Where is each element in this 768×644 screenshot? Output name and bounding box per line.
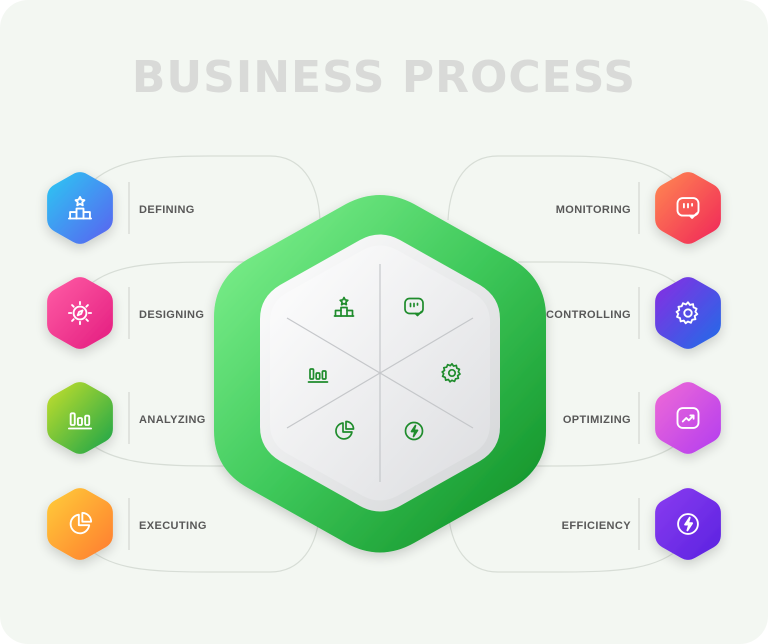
hub-lightning-icon <box>404 421 424 441</box>
hub-pie-chart-icon <box>335 420 355 440</box>
page-title: BUSINESS PROCESS <box>131 52 637 103</box>
left-connectors <box>85 155 321 573</box>
label-dividers <box>128 182 640 550</box>
podium-star-icon <box>67 195 93 220</box>
step-hexagon-shape <box>47 277 113 349</box>
step-hexagon-shape <box>47 488 113 560</box>
step-label-designing: DESIGNING <box>139 309 205 321</box>
step-hexagon-defining <box>47 172 113 244</box>
step-label-efficiency: EFFICIENCY <box>561 520 631 532</box>
step-label-analyzing: ANALYZING <box>139 414 206 426</box>
bar-chart-icon <box>67 412 93 430</box>
step-label-defining: DEFINING <box>139 204 195 216</box>
step-hexagon-efficiency <box>655 488 721 560</box>
step-label-controlling: CONTROLLING <box>545 309 631 321</box>
step-hexagon-controlling <box>655 277 721 349</box>
pie-chart-icon <box>69 511 93 535</box>
hub-monitor-check-icon <box>404 297 424 317</box>
step-hexagon-optimizing <box>655 382 721 454</box>
gear-icon <box>675 301 699 325</box>
monitor-check-icon <box>676 197 700 219</box>
step-hexagons <box>47 172 721 560</box>
step-label-optimizing: OPTIMIZING <box>562 414 631 426</box>
step-label-monitoring: MONITORING <box>555 204 631 216</box>
step-hexagon-designing <box>47 277 113 349</box>
step-label-executing: EXECUTING <box>139 520 207 532</box>
step-hexagon-analyzing <box>47 382 113 454</box>
hub-segment-lines <box>286 264 474 482</box>
hub-bar-chart-icon <box>307 368 329 383</box>
right-connectors <box>447 155 683 573</box>
central-hub <box>214 195 546 553</box>
lightning-icon <box>677 513 699 535</box>
trend-up-icon <box>676 407 700 429</box>
compass-icon <box>67 300 93 326</box>
step-hexagon-executing <box>47 488 113 560</box>
hub-podium-star-icon <box>333 296 355 317</box>
hub-icons <box>307 296 461 441</box>
step-hexagon-monitoring <box>655 172 721 244</box>
step-hexagon-shape <box>655 277 721 349</box>
step-hexagon-shape <box>655 382 721 454</box>
hub-gear-icon <box>441 362 461 383</box>
